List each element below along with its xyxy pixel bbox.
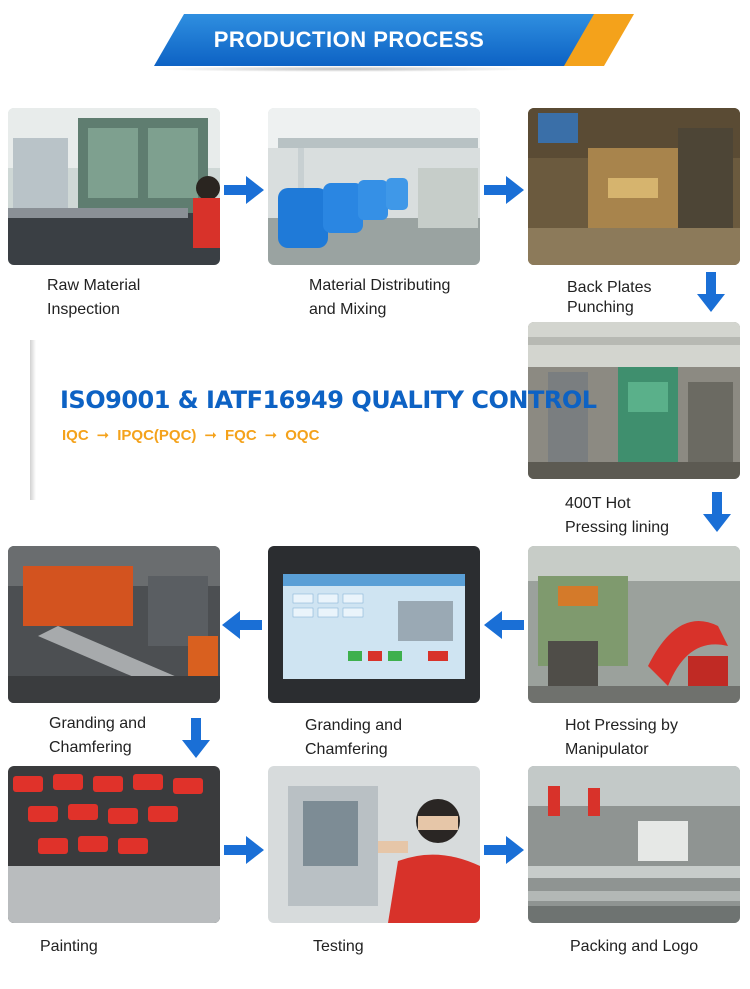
quality-stage: OQC [285,427,320,444]
photo-material-mixing [268,108,480,265]
step-caption: Granding and Chamfering [49,715,146,756]
arrow-right-icon [224,836,264,864]
arrow-down-icon [703,492,731,532]
step-caption: Packing and Logo [570,938,699,955]
photo-hot-pressing-manipulator [528,546,740,703]
page-title: PRODUCTION PROCESS [213,27,485,52]
photo-400t-hot-pressing [528,322,740,479]
banner-shadow [150,66,540,72]
arrow-left-icon [484,611,524,639]
step-caption: Testing [313,938,364,955]
arrow-right-icon [484,836,524,864]
step-caption: Raw Material Inspection [47,277,141,318]
photo-granding-chamfering-1 [8,546,220,703]
arrow-down-icon [697,272,725,312]
step-caption: Back Plates Punching [567,279,652,316]
photo-raw-material-inspection [8,108,220,265]
step-caption: Material Distributing and Mixing [309,277,451,318]
arrow-icon: ➞ [96,427,110,444]
quality-stage: IPQC(PQC) [117,427,197,444]
photo-painting [8,766,220,923]
arrow-right-icon [224,176,264,204]
quality-title: ISO9001 & IATF16949 QUALITY CONTROL [60,386,597,414]
quality-divider [30,340,36,500]
step-caption: Granding and Chamfering [305,717,402,758]
quality-stage: IQC [62,427,89,444]
quality-stage: FQC [225,427,257,444]
step-caption: Painting [40,938,98,955]
arrow-icon: ➞ [204,427,217,444]
header-banner: PRODUCTION PROCESS [124,14,635,66]
step-caption: Hot Pressing by Manipulator [565,717,678,758]
photo-testing [268,766,480,923]
arrow-right-icon [484,176,524,204]
step-caption: 400T Hot Pressing lining [565,495,670,536]
arrow-left-icon [222,611,262,639]
arrow-down-icon [182,718,210,758]
photo-packing-logo [528,766,740,923]
photo-granding-chamfering-2 [268,546,480,703]
quality-stages: IQC ➞ IPQC(PQC) ➞ FQC ➞ OQC [62,426,319,444]
photo-back-plates-punching [528,108,740,265]
arrow-icon: ➞ [264,427,278,444]
